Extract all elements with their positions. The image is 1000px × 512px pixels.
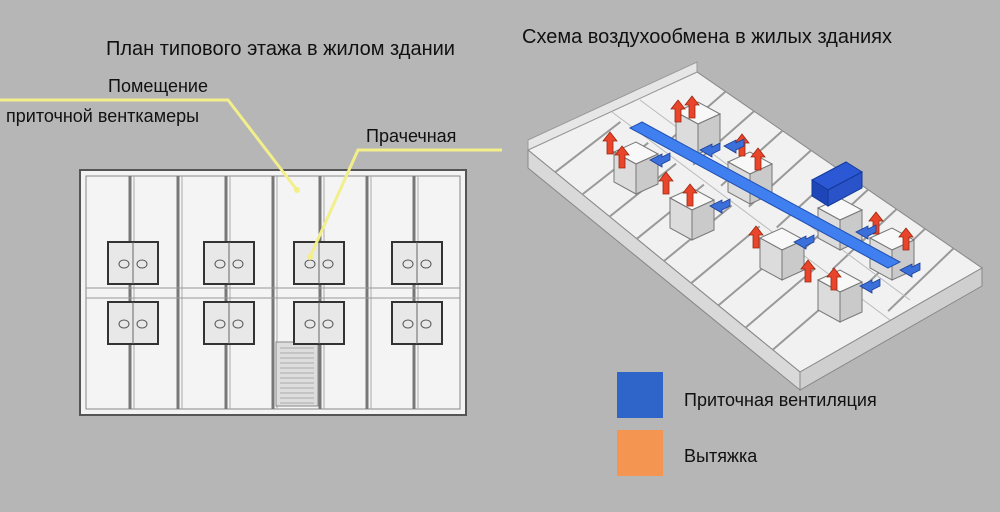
plan-fixture xyxy=(322,319,334,329)
floor-plan xyxy=(79,169,467,416)
legend-exhaust-label: Вытяжка xyxy=(684,446,758,466)
iso-exhaust-arrow xyxy=(868,211,884,235)
iso-exhaust-arrow xyxy=(748,225,764,249)
iso-wall-back xyxy=(527,61,698,151)
plan-fixture xyxy=(322,259,334,269)
label-ventroom-line2: приточной венткамеры xyxy=(6,106,200,126)
plan-fixture xyxy=(136,319,148,329)
plan-fixture xyxy=(232,319,244,329)
leader-lines xyxy=(0,98,502,260)
plan-title: План типового этажа в жилом здании xyxy=(106,38,455,60)
iso-supply-arrow xyxy=(649,152,671,168)
iso-exhaust-arrow xyxy=(658,171,674,195)
iso-wall-front-right xyxy=(799,267,983,391)
iso-exhaust-arrow xyxy=(602,131,618,155)
iso-supply-arrow xyxy=(709,198,731,214)
iso-supply-duct xyxy=(628,121,902,269)
plan-fixture xyxy=(420,259,432,269)
legend-supply-label: Приточная вентиляция xyxy=(684,390,877,410)
iso-bath-side xyxy=(839,281,863,323)
iso-exhaust-arrow xyxy=(684,95,700,119)
plan-fixture xyxy=(214,259,226,269)
plan-fixture xyxy=(118,259,130,269)
iso-supply-arrow xyxy=(899,262,921,278)
iso-bath-side xyxy=(691,199,715,241)
plan-fixture xyxy=(304,319,316,329)
iso-partition xyxy=(744,267,816,329)
iso-exhaust-arrow xyxy=(682,183,698,207)
plan-fixture xyxy=(118,319,130,329)
iso-partition xyxy=(554,121,621,173)
ventilation-scheme-3d xyxy=(527,61,983,392)
iso-exhaust-arrow xyxy=(800,259,816,283)
leader-dot-laundry xyxy=(307,254,313,260)
iso-supply-arrow xyxy=(793,234,815,250)
scheme-title: Схема воздухообмена в жилых зданиях xyxy=(522,26,893,48)
label-ventroom-line1: Помещение xyxy=(108,76,208,96)
plan-fixture xyxy=(402,259,414,269)
plan-fixture xyxy=(214,319,226,329)
iso-vent-unit-front xyxy=(827,171,863,207)
leader-line-laundry xyxy=(308,148,502,258)
iso-partition xyxy=(831,208,898,271)
iso-supply-arrow xyxy=(699,142,721,158)
iso-exhaust-arrow xyxy=(826,267,842,291)
iso-supply-arrow xyxy=(723,138,745,154)
legend-exhaust-swatch xyxy=(617,430,663,476)
plan-fixture xyxy=(136,259,148,269)
iso-exhaust-arrow xyxy=(898,227,914,251)
iso-exhaust-arrow xyxy=(750,147,766,171)
leader-line-room xyxy=(0,98,299,191)
iso-supply-arrow xyxy=(855,224,877,240)
iso-partition xyxy=(690,225,761,284)
plan-fixture xyxy=(232,259,244,269)
iso-supply-arrow xyxy=(859,278,881,294)
iso-exhaust-arrow xyxy=(614,145,630,169)
plan-fixture xyxy=(420,319,432,329)
plan-stair xyxy=(275,341,319,407)
iso-exhaust-arrow xyxy=(670,99,686,123)
iso-bath-side xyxy=(635,153,659,195)
iso-partition xyxy=(887,247,955,312)
legend-supply-swatch xyxy=(617,372,663,418)
label-laundry: Прачечная xyxy=(366,126,457,146)
plan-fixture xyxy=(402,319,414,329)
leader-dot-room xyxy=(294,187,300,193)
